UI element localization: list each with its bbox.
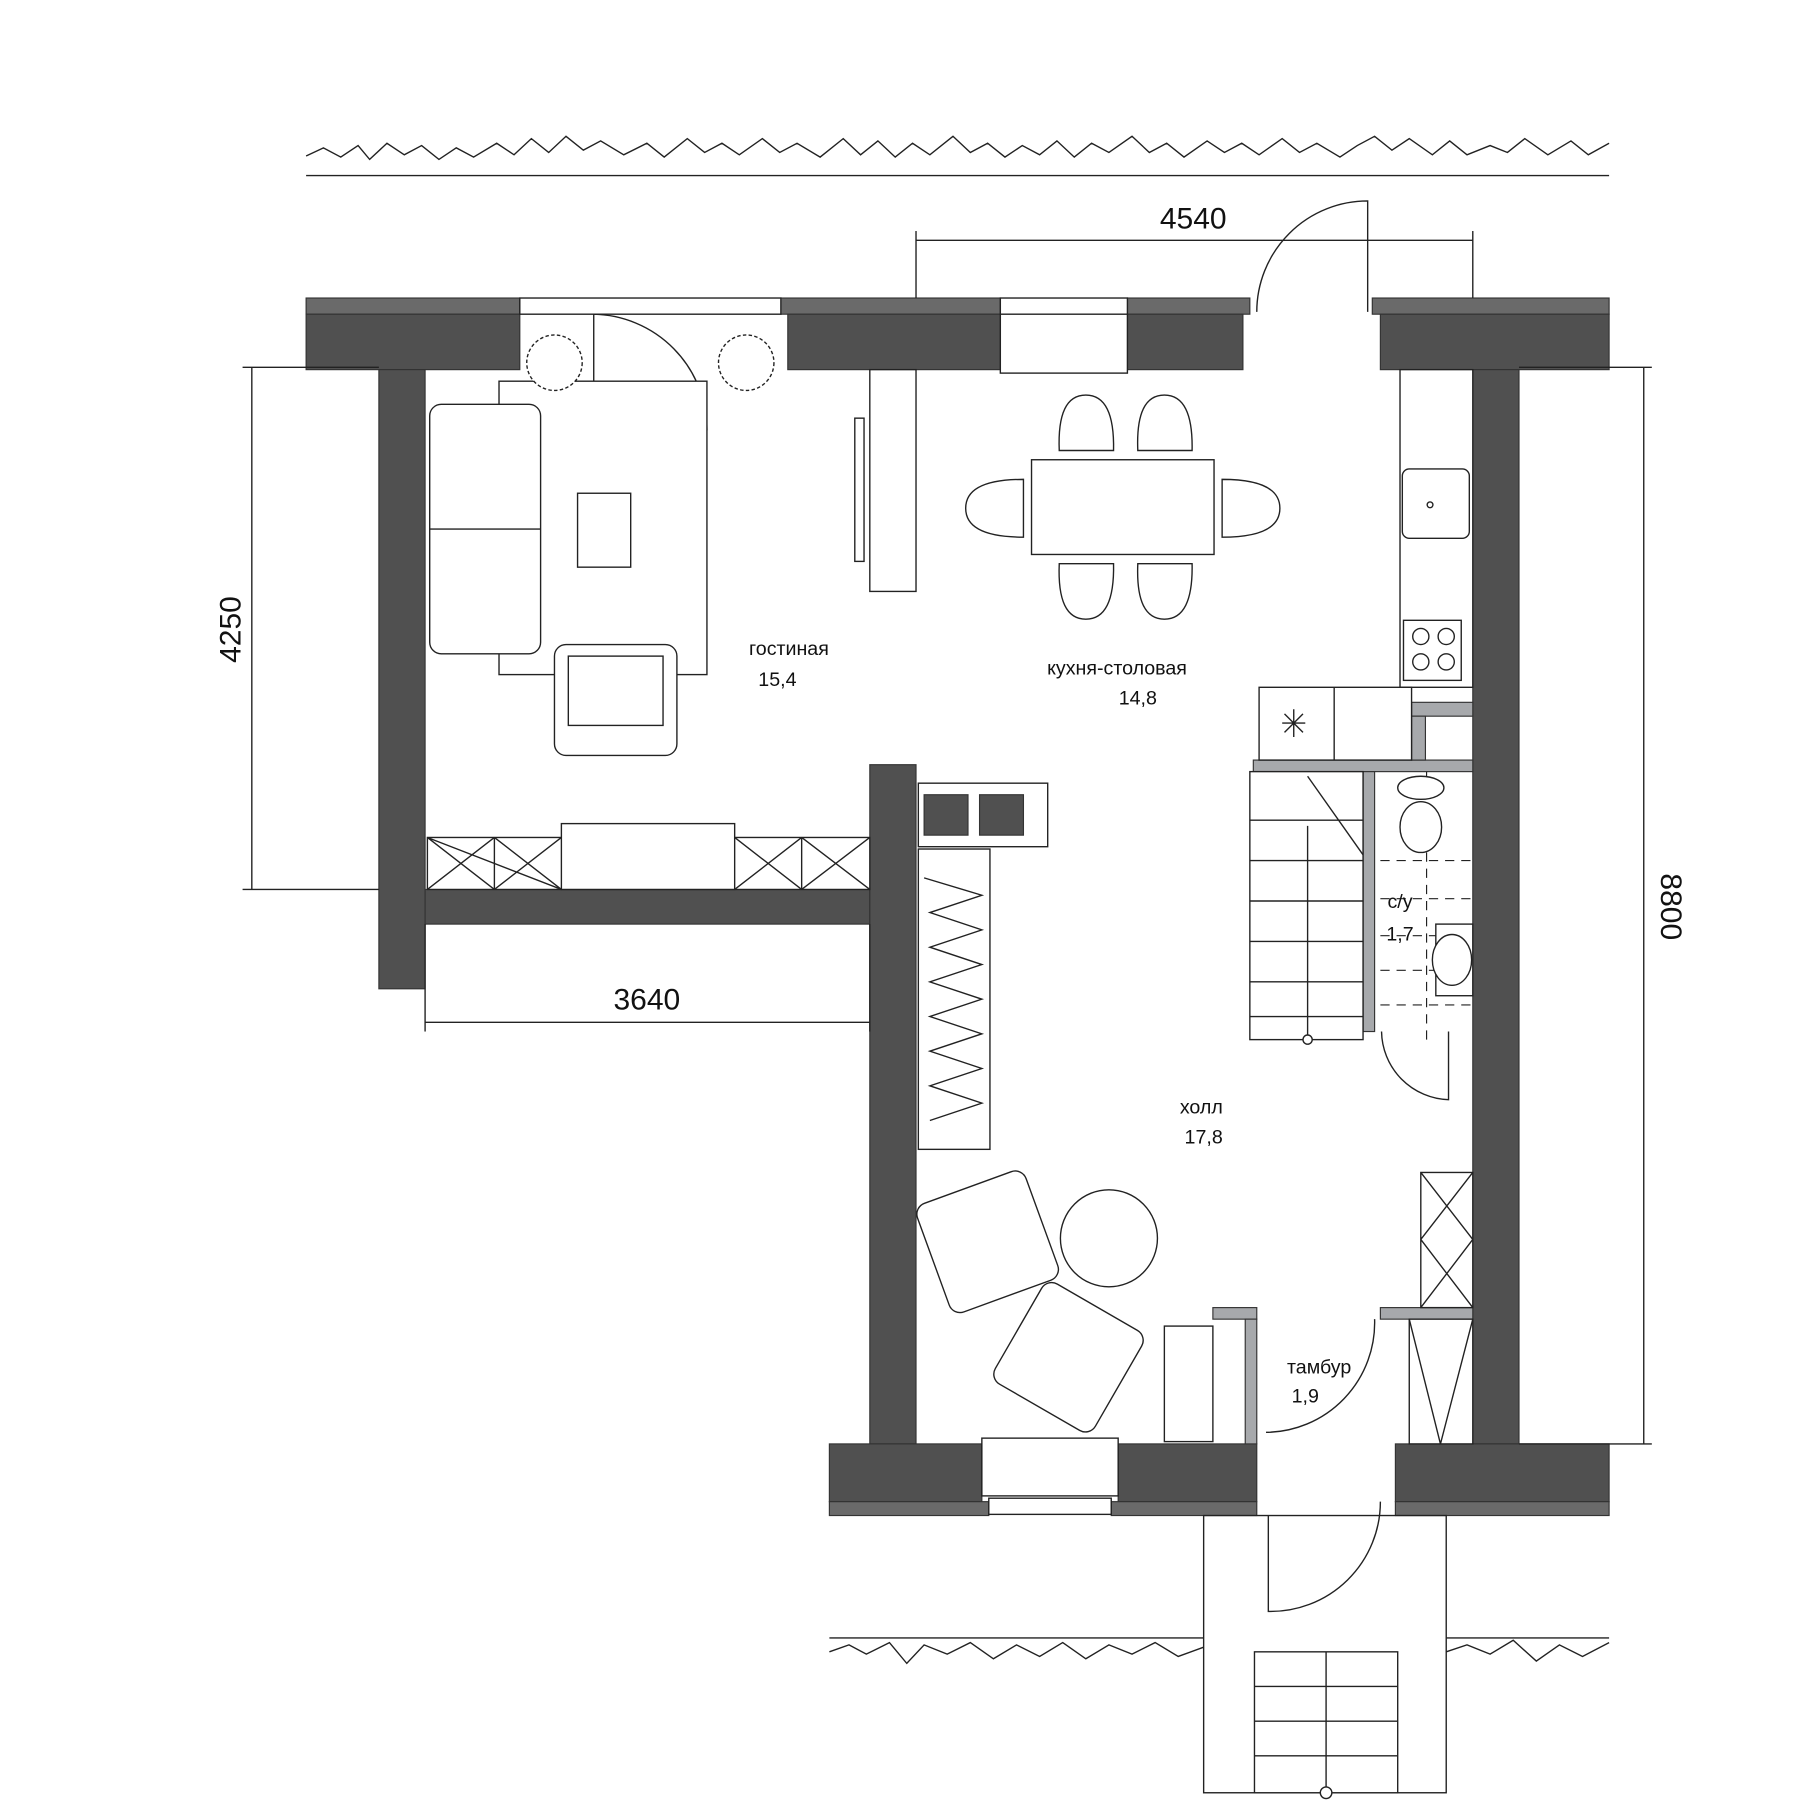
- kitchen-units: [1258, 368, 1474, 761]
- room-bathroom-area: 1,7: [1386, 923, 1413, 945]
- walls: [305, 297, 1610, 1517]
- living-furniture: [426, 334, 871, 891]
- room-vestibule-area: 1,9: [1292, 1385, 1319, 1407]
- dimension-top: 4540: [1160, 203, 1227, 236]
- room-kitchen-area: 14,8: [1119, 688, 1157, 710]
- porch: [1202, 1514, 1447, 1800]
- hall-furniture: [916, 782, 1474, 1445]
- bathroom-fixtures: [1380, 771, 1474, 1040]
- staircase: [1249, 770, 1364, 1045]
- room-living-name: гостиная: [749, 638, 829, 660]
- room-kitchen-name: кухня-столовая: [1047, 658, 1187, 680]
- dimension-right: 8800: [1654, 873, 1687, 940]
- room-vestibule-name: тамбур: [1287, 1356, 1351, 1378]
- room-bathroom-name: с/у: [1387, 891, 1412, 913]
- room-living-area: 15,4: [758, 669, 796, 691]
- room-hall-name: холл: [1180, 1097, 1223, 1119]
- room-hall-area: 17,8: [1185, 1127, 1223, 1149]
- doors: [593, 200, 1450, 1613]
- dimension-lines: [242, 231, 1652, 1445]
- windows: [519, 297, 1129, 1516]
- dining-set: [854, 368, 1281, 620]
- ground-line-top: [305, 135, 1610, 177]
- dimension-left: 4250: [214, 596, 247, 663]
- dimension-bottom: 3640: [613, 984, 680, 1017]
- ground-line-bottom: [829, 1637, 1610, 1665]
